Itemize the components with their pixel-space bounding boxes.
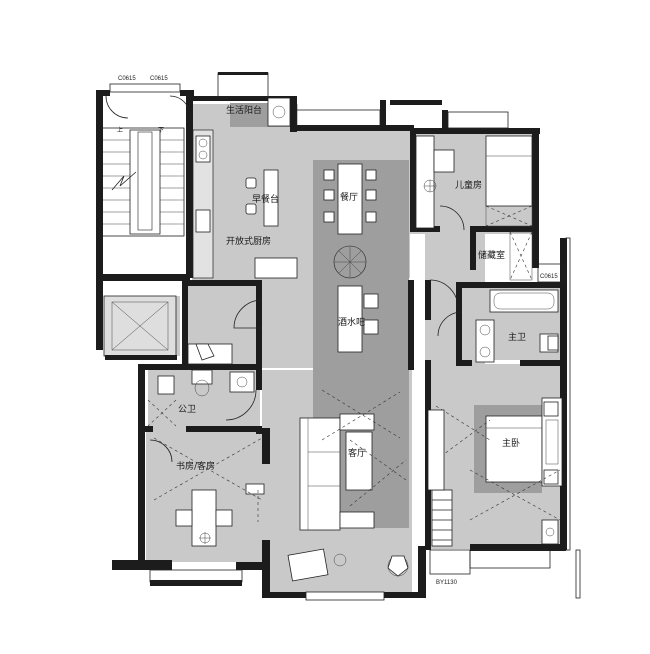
master-bedroom-furniture	[427, 397, 563, 547]
windows	[109, 72, 581, 601]
label-open-kitchen: 开放式厨房	[226, 235, 271, 247]
elevator-shaft	[103, 295, 177, 357]
window-codes: C0615 C0615 C0615 BY1130	[118, 76, 558, 586]
label-master-bedroom: 主卧	[502, 437, 520, 449]
study-furniture	[153, 437, 265, 547]
label-master-bath: 主卫	[508, 331, 526, 343]
label-living: 客厅	[348, 447, 366, 459]
label-storage: 储藏室	[478, 249, 505, 261]
balcony-appliances	[267, 97, 291, 127]
code-top-left-2: C0615	[150, 76, 168, 82]
svg-text:下: 下	[158, 127, 164, 134]
label-dining: 餐厅	[340, 191, 358, 203]
label-kids-room: 儿童房	[455, 179, 482, 191]
code-bay-window: BY1130	[436, 580, 458, 586]
label-public-bath: 公卫	[178, 404, 196, 415]
svg-text:上: 上	[117, 126, 123, 134]
bar-counter	[337, 285, 379, 353]
label-breakfast-bar: 早餐台	[252, 193, 279, 205]
code-top-left-1: C0615	[118, 76, 136, 82]
dining-set	[323, 163, 377, 279]
label-study-guest: 书房/客房	[176, 460, 215, 472]
living-furniture	[287, 389, 409, 582]
kitchen-counters	[192, 129, 298, 279]
master-bath-fixtures	[475, 289, 559, 363]
storage-furniture	[509, 231, 533, 281]
label-balcony-service: 生活阳台	[226, 104, 262, 116]
public-bath-fixtures	[147, 343, 255, 427]
kids-room-furniture	[415, 135, 533, 229]
door-swings	[105, 95, 465, 463]
walls	[96, 72, 567, 598]
room-labels: 生活阳台 早餐台 开放式厨房 餐厅 酒水吧 儿童房 储藏室 主卫 主卧 公卫 书…	[176, 104, 526, 472]
label-bar: 酒水吧	[338, 316, 365, 328]
stair-hall: 上 下	[96, 124, 192, 280]
code-bath-window: C0615	[540, 274, 558, 280]
